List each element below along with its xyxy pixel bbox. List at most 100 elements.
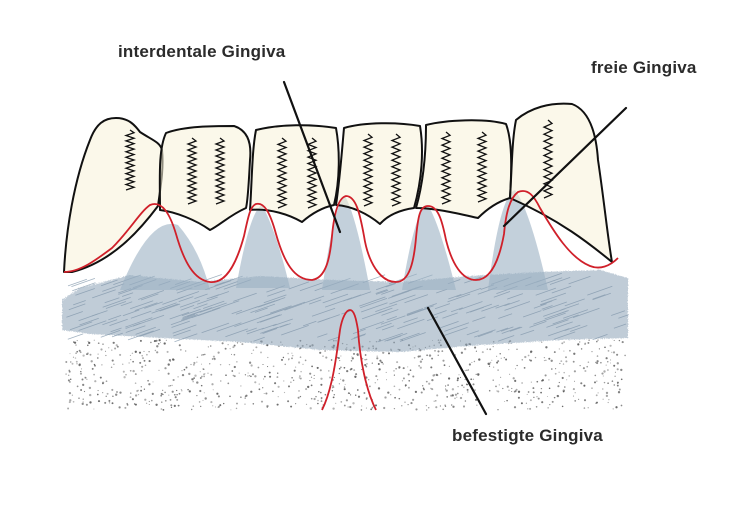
hatch-stroke (125, 317, 153, 328)
hatch-stroke (66, 311, 83, 318)
stipple-dot (605, 391, 609, 395)
hatch-stroke (388, 290, 410, 299)
stipple-dot (316, 366, 319, 369)
stipple-dot (456, 379, 459, 382)
attached-gingiva-band (62, 190, 630, 352)
stipple-dot (214, 406, 216, 408)
stipple-dot (516, 364, 518, 367)
stipple-dot (201, 354, 203, 356)
stipple-dot (333, 393, 336, 396)
stipple-dot (491, 359, 493, 361)
hatch-stroke (375, 289, 388, 294)
stipple-dot (79, 351, 82, 354)
stipple-dot (211, 383, 214, 386)
hatch-stroke (439, 321, 459, 329)
stipple-dot (93, 408, 95, 410)
hatch-stroke (159, 303, 181, 312)
stipple-dot (266, 404, 269, 408)
hatch-stroke (540, 300, 553, 306)
stipple-dot (517, 390, 521, 393)
hatch-stroke (535, 287, 557, 296)
stipple-dot (510, 342, 512, 345)
stipple-dot (236, 402, 238, 405)
hatch-stroke (130, 300, 154, 310)
stipple-dot (87, 344, 89, 347)
hatch-stroke (231, 309, 243, 315)
stipple-dot (177, 376, 179, 378)
hatch-stroke (403, 317, 418, 323)
stipple-dot (212, 389, 214, 391)
stipple-dot (78, 349, 81, 352)
stipple-dot (595, 402, 597, 404)
stipple-dot (164, 391, 166, 394)
stipple-dot (260, 400, 264, 403)
stipple-dot (210, 373, 213, 376)
hatch-stroke (170, 315, 196, 326)
stipple-dot (481, 351, 484, 354)
stipple-dot (299, 356, 302, 358)
stipple-dot (513, 406, 517, 409)
hatch-stroke (246, 327, 264, 335)
stipple-dot (164, 399, 167, 402)
stipple-dot (369, 385, 371, 388)
stipple-dot (252, 349, 255, 351)
hatch-stroke (169, 311, 190, 320)
stipple-dot (374, 404, 378, 407)
stipple-dot (370, 408, 373, 411)
hatch-stroke (262, 328, 278, 334)
stipple-dot (82, 398, 84, 400)
stipple-dot (374, 381, 377, 384)
stipple-dot (500, 357, 502, 359)
hatch-stroke (399, 332, 426, 342)
hatch-stroke (544, 310, 568, 320)
stipple-dot (176, 389, 178, 392)
stipple-dot (187, 388, 189, 391)
stipple-dot (338, 367, 341, 370)
stipple-dot (91, 367, 94, 370)
stipple-dot (371, 362, 373, 364)
hatch-stroke (553, 331, 576, 340)
stipple-dot (209, 363, 211, 365)
stipple-dot (434, 349, 436, 352)
stipple-dot (228, 363, 231, 366)
stipple-dot (385, 371, 387, 373)
stipple-dot (349, 368, 352, 371)
stipple-dot (252, 403, 255, 405)
stipple-dot (337, 357, 340, 360)
stipple-dot (565, 356, 567, 359)
stipple-dot (442, 408, 445, 411)
stipple-dot (263, 378, 265, 380)
stipple-dot (462, 394, 464, 396)
stipple-dot (172, 378, 175, 382)
stipple-dot (577, 398, 580, 401)
stipple-dot (378, 368, 381, 371)
stipple-dot (74, 357, 77, 359)
stipple-dot (104, 401, 107, 404)
stipple-dot (595, 361, 597, 364)
stipple-dot (553, 351, 556, 354)
stipple-dot (263, 392, 265, 395)
stipple-dot (111, 359, 114, 362)
hatch-stroke (386, 335, 402, 342)
hatch-stroke (375, 303, 398, 312)
stipple-dot (85, 403, 88, 406)
stipple-dot (172, 358, 175, 361)
stipple-dot (290, 405, 293, 408)
stipple-dot (298, 377, 301, 379)
stipple-dot (134, 350, 137, 353)
stipple-dot (562, 363, 565, 365)
stipple-dot (604, 346, 606, 349)
stipple-dot (67, 379, 70, 382)
stipple-dot (185, 350, 187, 352)
root-squiggle (440, 131, 452, 205)
stipple-dot (170, 404, 173, 407)
stipple-dot (69, 378, 72, 380)
stipple-dot (150, 341, 152, 344)
stipple-dot (525, 402, 528, 404)
stipple-dot (207, 346, 209, 348)
hatch-stroke (201, 322, 230, 334)
hatch-stroke (266, 307, 288, 316)
stipple-dot (475, 350, 477, 352)
stipple-dot (132, 369, 135, 373)
